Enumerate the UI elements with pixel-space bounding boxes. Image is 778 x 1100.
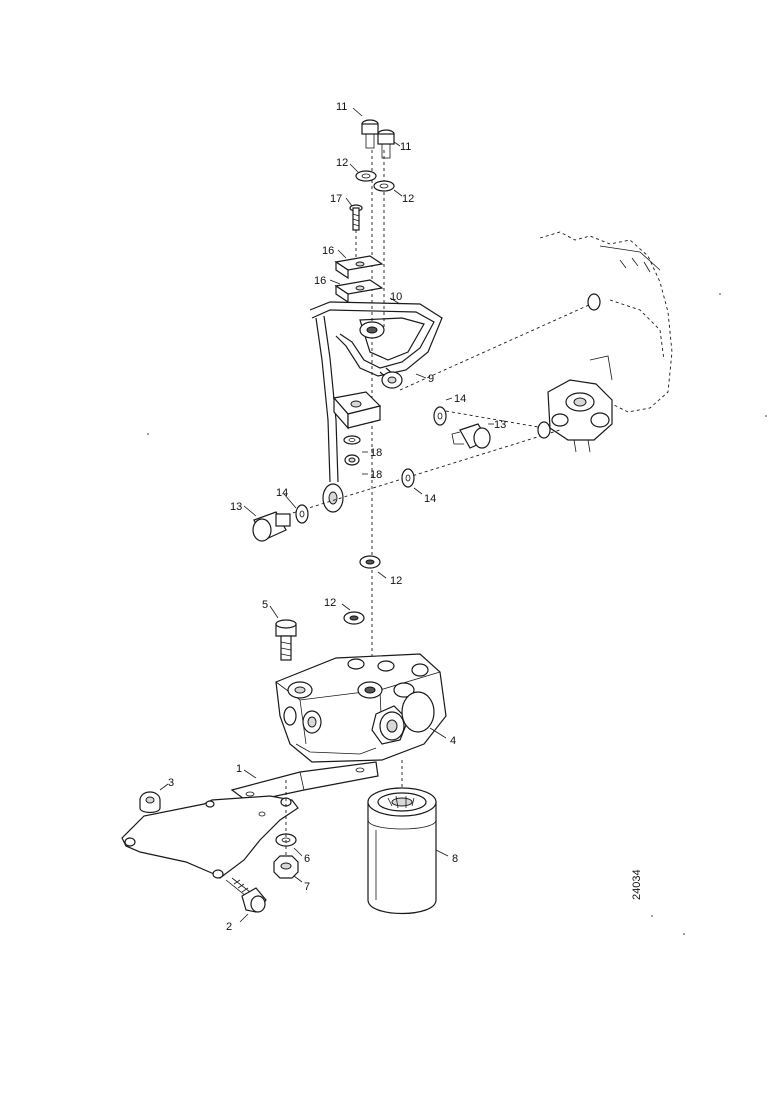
callout-9: 9 bbox=[428, 373, 434, 385]
callout-14-left: 14 bbox=[276, 487, 288, 499]
washer-14-right-lower bbox=[401, 468, 415, 488]
axis-mid-line bbox=[439, 409, 545, 429]
callout-12-mid-lower: 12 bbox=[324, 597, 336, 609]
pipe-banjo-lower bbox=[322, 483, 344, 513]
callout-12-mid-upper: 12 bbox=[390, 575, 402, 587]
callout-5: 5 bbox=[262, 599, 268, 611]
callout-13-right: 13 bbox=[494, 419, 506, 431]
callout-18-lower: 18 bbox=[370, 469, 382, 481]
axis-upper-line bbox=[399, 299, 601, 391]
bolt-2 bbox=[225, 877, 267, 913]
filter-head-4 bbox=[275, 653, 447, 763]
washer-14-right-upper bbox=[433, 406, 447, 426]
nut-7 bbox=[273, 855, 299, 879]
callout-16-upper: 16 bbox=[322, 245, 334, 257]
callout-13-left: 13 bbox=[230, 501, 242, 513]
washer-18 bbox=[343, 435, 361, 445]
banjo-bolt-13-right bbox=[451, 423, 491, 449]
pipe-union-upper bbox=[359, 321, 385, 339]
pipe-clamp-block bbox=[332, 391, 382, 430]
clamp-16-upper bbox=[334, 255, 384, 280]
callout-8: 8 bbox=[452, 853, 458, 865]
drawing-number: 24034 bbox=[631, 869, 643, 900]
callout-17: 17 bbox=[330, 193, 342, 205]
washer-12-upper-right bbox=[373, 180, 395, 192]
washer-12-mid-upper bbox=[359, 555, 381, 569]
banjo-bolt-13-left bbox=[252, 511, 291, 542]
callout-7: 7 bbox=[304, 881, 310, 893]
callout-18-upper: 18 bbox=[370, 447, 382, 459]
banjo-bolt-11-left bbox=[361, 119, 379, 149]
callout-11-left: 11 bbox=[336, 101, 347, 113]
washer-14-left bbox=[295, 504, 309, 524]
callout-10: 10 bbox=[390, 291, 402, 303]
support-plate bbox=[121, 795, 299, 879]
screw-17 bbox=[349, 204, 363, 258]
clamp-16-lower bbox=[334, 279, 384, 304]
callout-3: 3 bbox=[168, 777, 174, 789]
washer-12-upper-left bbox=[355, 170, 377, 182]
rubber-mount-3 bbox=[139, 791, 161, 814]
leader-lines bbox=[159, 107, 494, 923]
callout-4-filter-head: 4 bbox=[450, 735, 456, 747]
callout-12-upper-left: 12 bbox=[336, 157, 348, 169]
callout-1: 1 bbox=[236, 763, 242, 775]
fuel-pipe-10 bbox=[309, 301, 443, 377]
engine-pump-unit bbox=[547, 379, 613, 453]
callout-labels: 11 11 12 12 17 16 16 10 9 14 13 18 18 14… bbox=[168, 101, 506, 933]
pipe-union-right bbox=[381, 371, 403, 389]
callout-14-right-lower: 14 bbox=[424, 493, 436, 505]
oil-filter-8 bbox=[367, 787, 437, 914]
callout-14-right-upper: 14 bbox=[454, 393, 466, 405]
banjo-bolt-11-right bbox=[377, 129, 395, 159]
scan-specks bbox=[147, 293, 767, 935]
engine-union-right bbox=[537, 293, 601, 439]
callout-16-lower: 16 bbox=[314, 275, 326, 287]
mounting-bracket-1 bbox=[230, 761, 379, 803]
nut-18 bbox=[344, 454, 360, 466]
callout-2: 2 bbox=[226, 921, 232, 933]
callout-6: 6 bbox=[304, 853, 310, 865]
axis-lower-line bbox=[269, 429, 561, 521]
washer-12-mid-lower bbox=[343, 611, 365, 625]
engine-block-outline bbox=[539, 231, 673, 413]
bolt-5 bbox=[275, 619, 297, 661]
callout-12-upper-right: 12 bbox=[402, 193, 414, 205]
callout-11-right: 11 bbox=[400, 141, 411, 153]
